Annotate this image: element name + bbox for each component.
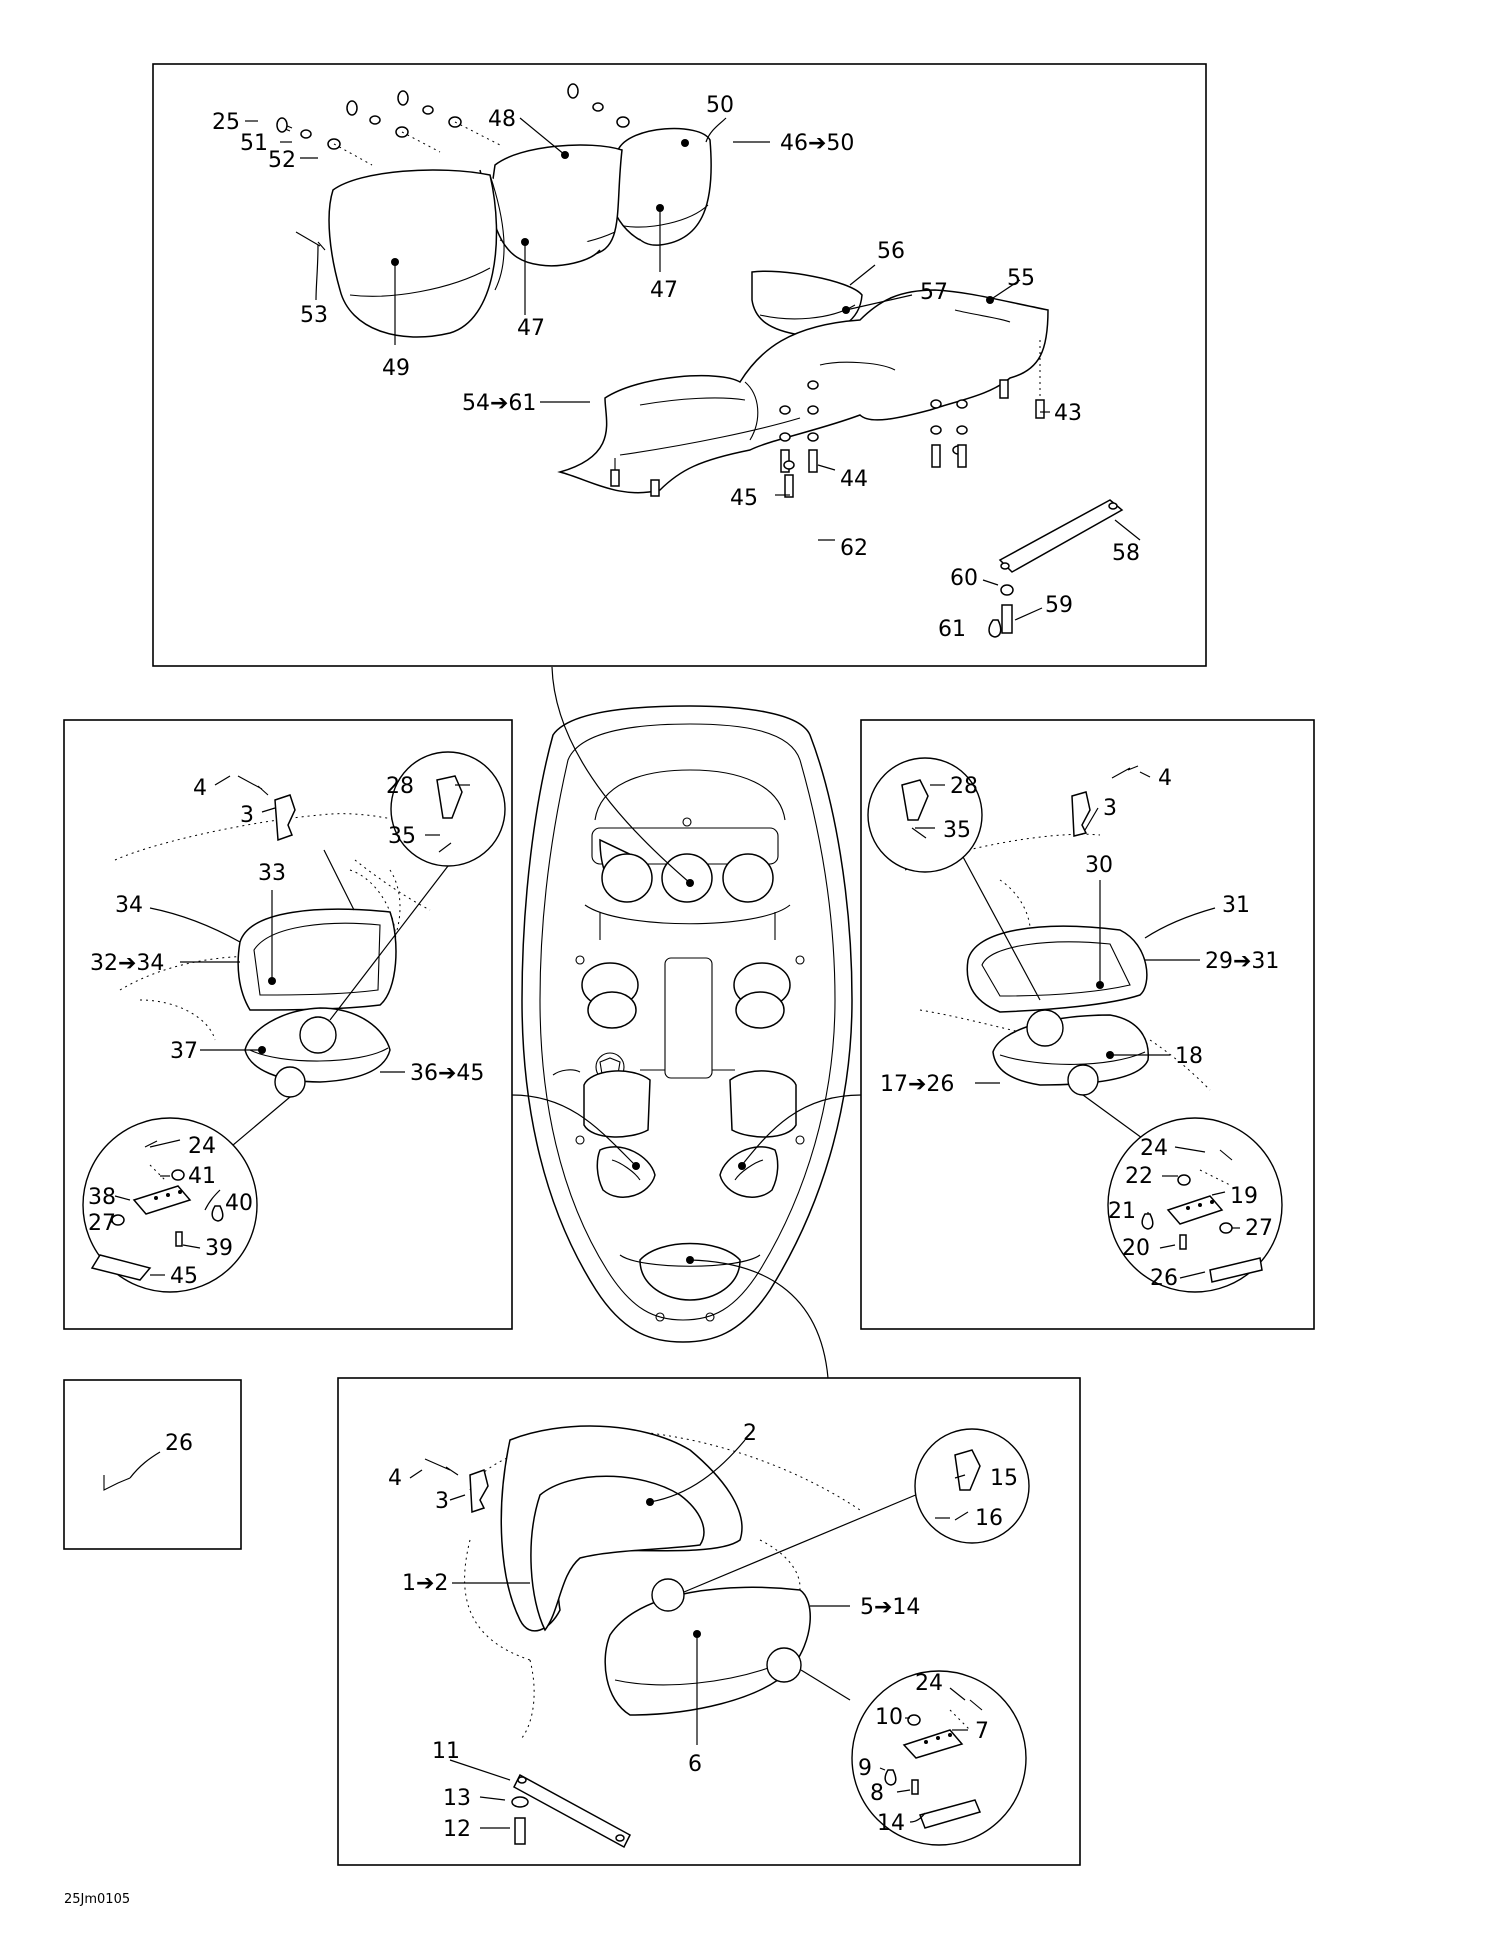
callout-12: 12 [443, 1817, 471, 1842]
callout-49: 49 [382, 356, 410, 381]
callout-10: 10 [875, 1705, 903, 1730]
callout-52: 52 [268, 148, 296, 173]
callout-16: 16 [975, 1506, 1003, 1531]
callout-3: 3 [240, 803, 254, 828]
small-bracket [103, 1475, 131, 1491]
callout-38: 38 [88, 1185, 116, 1210]
callout-51: 51 [240, 131, 268, 156]
callout-40: 40 [225, 1191, 253, 1216]
callout-35: 35 [943, 818, 971, 843]
callout-48: 48 [488, 107, 516, 132]
callout-32-34: 32➔34 [90, 951, 164, 976]
boat-hull-top-view [521, 705, 853, 1343]
callout-24: 24 [188, 1134, 216, 1159]
callout-labels-bottom: 2 4 3 15 16 1➔2 5➔14 6 11 13 12 24 10 7 … [388, 1421, 1018, 1842]
left-seat-assembly [82, 751, 506, 1293]
leader-lines [110, 117, 1240, 1829]
callout-3: 3 [435, 1489, 449, 1514]
callout-9: 9 [858, 1756, 872, 1781]
callout-41: 41 [188, 1164, 216, 1189]
callout-28: 28 [386, 774, 414, 799]
callout-36-45: 36➔45 [410, 1061, 484, 1086]
callout-25: 25 [212, 110, 240, 135]
callout-17-26: 17➔26 [880, 1072, 954, 1097]
callout-30: 30 [1085, 853, 1113, 878]
callout-14: 14 [877, 1811, 905, 1836]
callout-15: 15 [990, 1466, 1018, 1491]
bench-seat-assembly [557, 270, 1124, 638]
callout-4: 4 [1158, 766, 1172, 791]
callout-4: 4 [193, 776, 207, 801]
callout-11: 11 [432, 1739, 460, 1764]
callout-31: 31 [1222, 893, 1250, 918]
callout-58: 58 [1112, 541, 1140, 566]
callout-47-a: 47 [517, 316, 545, 341]
bench-screws [610, 340, 1045, 498]
callout-33: 33 [258, 861, 286, 886]
callout-26: 26 [1150, 1266, 1178, 1291]
callout-24: 24 [1140, 1136, 1168, 1161]
callout-62: 62 [840, 536, 868, 561]
callout-19: 19 [1230, 1184, 1258, 1209]
callout-57: 57 [920, 280, 948, 305]
callout-labels-right: 28 4 3 35 30 31 29➔31 18 17➔26 24 22 19 … [880, 766, 1279, 1291]
backrest-bolts [276, 83, 630, 166]
callout-18: 18 [1175, 1044, 1203, 1069]
callout-5-14: 5➔14 [860, 1595, 920, 1620]
panel-small-bracket [63, 1379, 242, 1550]
callout-37: 37 [170, 1039, 198, 1064]
callout-labels-top: 25 51 52 48 50 46➔50 53 49 47 47 56 57 5… [212, 93, 1140, 642]
connector-right [741, 1094, 862, 1166]
callout-27: 27 [88, 1211, 116, 1236]
callout-1-2: 1➔2 [402, 1571, 448, 1596]
backrest-assembly [276, 83, 712, 338]
callout-3: 3 [1103, 796, 1117, 821]
right-seat-assembly [867, 757, 1283, 1293]
callout-2: 2 [743, 1421, 757, 1446]
callout-24: 24 [915, 1671, 943, 1696]
callout-35: 35 [388, 824, 416, 849]
bottom-seat-assembly [424, 1425, 1030, 1849]
callout-45: 45 [730, 486, 758, 511]
callout-labels-left: 4 3 28 35 33 34 32➔34 37 36➔45 24 41 38 … [88, 774, 484, 1289]
connector-left [511, 1094, 636, 1166]
callout-39: 39 [205, 1236, 233, 1261]
callout-61: 61 [938, 617, 966, 642]
callout-34: 34 [115, 893, 143, 918]
callout-50: 50 [706, 93, 734, 118]
callout-44: 44 [840, 467, 868, 492]
figure-code: 25Jm0105 [64, 1892, 130, 1907]
callout-13: 13 [443, 1786, 471, 1811]
callout-4: 4 [388, 1466, 402, 1491]
callout-45: 45 [170, 1264, 198, 1289]
callout-28: 28 [950, 774, 978, 799]
callout-55: 55 [1007, 266, 1035, 291]
connector-bottom [689, 1259, 829, 1379]
callout-53: 53 [300, 303, 328, 328]
connector-top [551, 666, 691, 884]
callout-27: 27 [1245, 1216, 1273, 1241]
callout-59: 59 [1045, 593, 1073, 618]
callout-20: 20 [1122, 1236, 1150, 1261]
callout-22: 22 [1125, 1164, 1153, 1189]
callout-labels-small: 26 [165, 1431, 193, 1456]
callout-29-31: 29➔31 [1205, 949, 1279, 974]
callout-54-61: 54➔61 [462, 391, 536, 416]
callout-8: 8 [870, 1781, 884, 1806]
callout-56: 56 [877, 239, 905, 264]
callout-7: 7 [975, 1719, 989, 1744]
callout-21: 21 [1108, 1199, 1136, 1224]
callout-6: 6 [688, 1752, 702, 1777]
callout-46-50: 46➔50 [780, 131, 854, 156]
callout-43: 43 [1054, 401, 1082, 426]
callout-60: 60 [950, 566, 978, 591]
callout-26: 26 [165, 1431, 193, 1456]
callout-47-b: 47 [650, 278, 678, 303]
